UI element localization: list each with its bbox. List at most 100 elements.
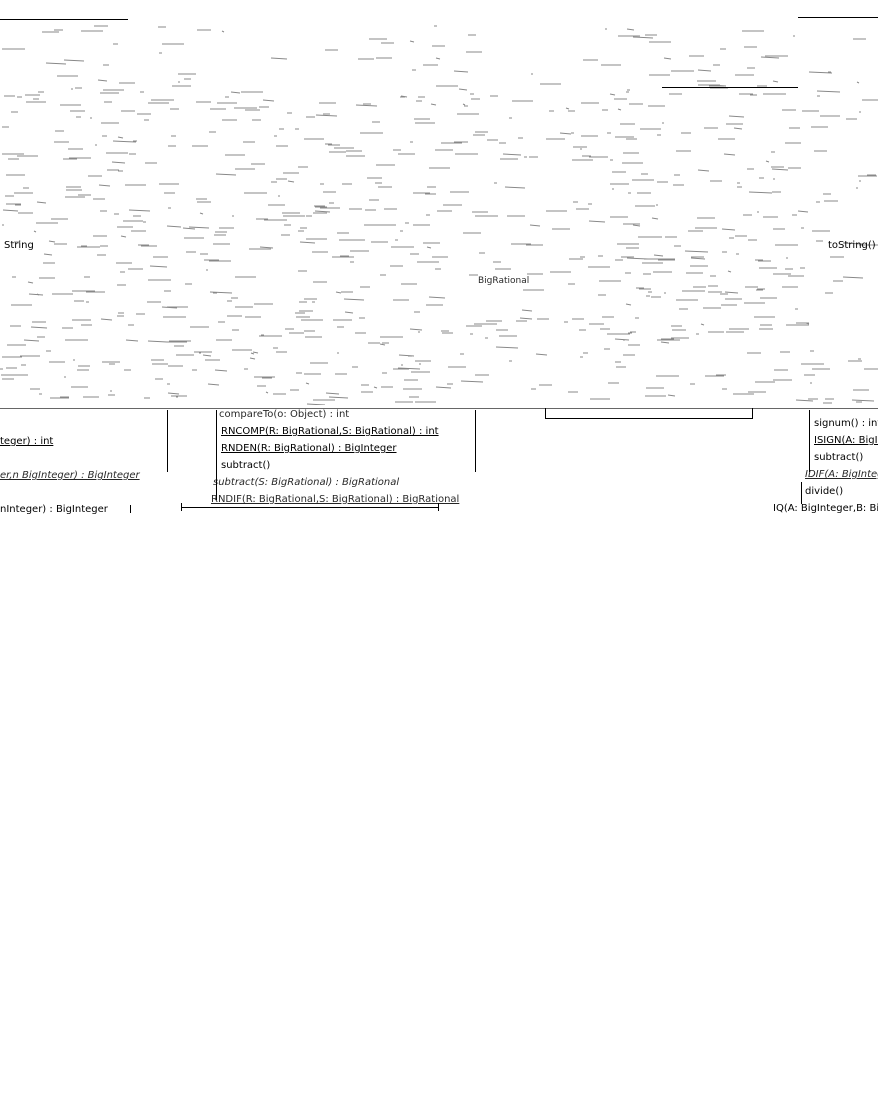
noise-stroke: [161, 306, 178, 309]
noise-stroke: [663, 57, 672, 60]
diagram-noise-region: [0, 0, 878, 406]
noise-stroke: [43, 253, 53, 256]
noise-stroke: [214, 369, 228, 372]
center-box-bottom-left: [181, 503, 182, 511]
noise-stroke: [262, 99, 275, 102]
noise-stroke: [617, 108, 622, 111]
noise-stroke: [97, 79, 108, 82]
noise-stroke: [215, 173, 237, 176]
noise-stroke: [314, 210, 331, 213]
center-divider-top: [0, 408, 878, 409]
noise-stroke: [565, 107, 570, 110]
noise-stroke: [45, 62, 67, 65]
noise-stroke: [765, 160, 770, 163]
noise-stroke: [653, 254, 664, 257]
right-method-divide: divide(): [805, 486, 844, 497]
right-box-left-edge: [809, 410, 810, 472]
noise-stroke: [842, 276, 864, 279]
center-method-rncomp: RNCOMP(R: BigRational,S: BigRational) : …: [221, 426, 439, 437]
noise-stroke: [315, 114, 338, 117]
noise-stroke: [166, 225, 182, 228]
noise-stroke: [379, 343, 386, 346]
noise-stroke: [430, 103, 437, 106]
noise-stroke: [328, 396, 349, 399]
noise-stroke: [700, 323, 705, 326]
noise-stroke: [771, 168, 789, 171]
noise-stroke: [651, 217, 659, 220]
tostring-right-label: toString(): [828, 240, 876, 251]
bigrational-fragment-label: BigRational: [478, 276, 530, 286]
noise-stroke: [287, 180, 295, 183]
noise-stroke: [259, 246, 274, 249]
noise-stroke: [728, 115, 745, 118]
noise-stroke: [609, 93, 616, 96]
noise-stroke: [400, 95, 408, 98]
noise-stroke: [748, 191, 773, 194]
noise-stroke: [626, 28, 635, 31]
center-box-right-edge: [475, 410, 476, 472]
noise-stroke: [453, 70, 469, 73]
noise-stroke: [697, 69, 712, 72]
noise-stroke: [460, 380, 484, 383]
noise-stroke: [188, 226, 210, 229]
noise-stroke: [535, 353, 548, 356]
noise-stroke: [588, 220, 606, 223]
noise-stroke: [724, 291, 739, 294]
noise-stroke: [632, 36, 654, 39]
noise-stroke: [23, 339, 40, 342]
noise-stroke: [709, 84, 727, 87]
noise-stroke: [697, 169, 710, 172]
noise-stroke: [397, 367, 421, 370]
noise-stroke: [842, 242, 864, 245]
noise-stroke: [325, 392, 340, 395]
noise-stroke: [221, 30, 225, 33]
frame-top-left: [0, 19, 128, 20]
center-method-subtract-sig: subtract(S: BigRational) : BigRational: [213, 477, 400, 488]
noise-stroke: [265, 391, 269, 394]
noise-stroke: [529, 224, 541, 227]
noise-stroke: [521, 309, 533, 312]
frame-mid-right: [662, 87, 798, 88]
mid-connector: [545, 418, 753, 419]
left-method-2: er,n BigInteger) : BigInteger: [0, 470, 140, 481]
noise-stroke: [149, 265, 168, 268]
left-method-3: nInteger) : BigInteger: [0, 504, 108, 515]
noise-stroke: [125, 339, 139, 342]
uml-class-diagram: String toString() BigRational teger) : i…: [0, 0, 878, 515]
noise-stroke: [435, 57, 441, 60]
noise-stroke: [684, 250, 709, 253]
noise-stroke: [355, 104, 378, 107]
noise-stroke: [2, 209, 19, 212]
noise-stroke: [727, 270, 732, 273]
noise-stroke: [805, 322, 810, 325]
left-box-right-edge: [167, 410, 168, 472]
noise-stroke: [30, 326, 48, 329]
center-method-rnden: RNDEN(R: BigRational) : BigInteger: [221, 443, 397, 454]
mid-connector-right: [752, 408, 753, 419]
center-box-left-edge: [216, 410, 217, 500]
empty-page-area: [0, 515, 878, 1108]
noise-stroke: [816, 90, 841, 93]
noise-stroke: [808, 71, 833, 74]
noise-stroke: [435, 386, 452, 389]
noise-stroke: [721, 228, 736, 231]
noise-stroke: [851, 399, 875, 402]
noise-stroke: [111, 161, 126, 164]
noise-stroke: [690, 257, 706, 260]
right-method-iq: IQ(A: BigInteger,B: Big: [773, 503, 878, 514]
noise-stroke: [625, 303, 632, 306]
center-method-rndif: RNDIF(R: BigRational,S: BigRational) : B…: [211, 494, 460, 505]
noise-stroke: [795, 399, 814, 402]
noise-stroke: [27, 281, 34, 284]
noise-stroke: [252, 351, 259, 354]
noise-stroke: [723, 153, 736, 156]
noise-stroke: [299, 241, 316, 244]
noise-stroke: [250, 352, 255, 355]
noise-stroke: [398, 354, 415, 357]
noise-stroke: [117, 136, 124, 139]
noise-stroke: [36, 293, 40, 296]
right-method-subtract: subtract(): [814, 452, 864, 463]
noise-stroke: [230, 91, 241, 94]
noise-stroke: [458, 88, 468, 91]
noise-stroke: [36, 201, 47, 204]
